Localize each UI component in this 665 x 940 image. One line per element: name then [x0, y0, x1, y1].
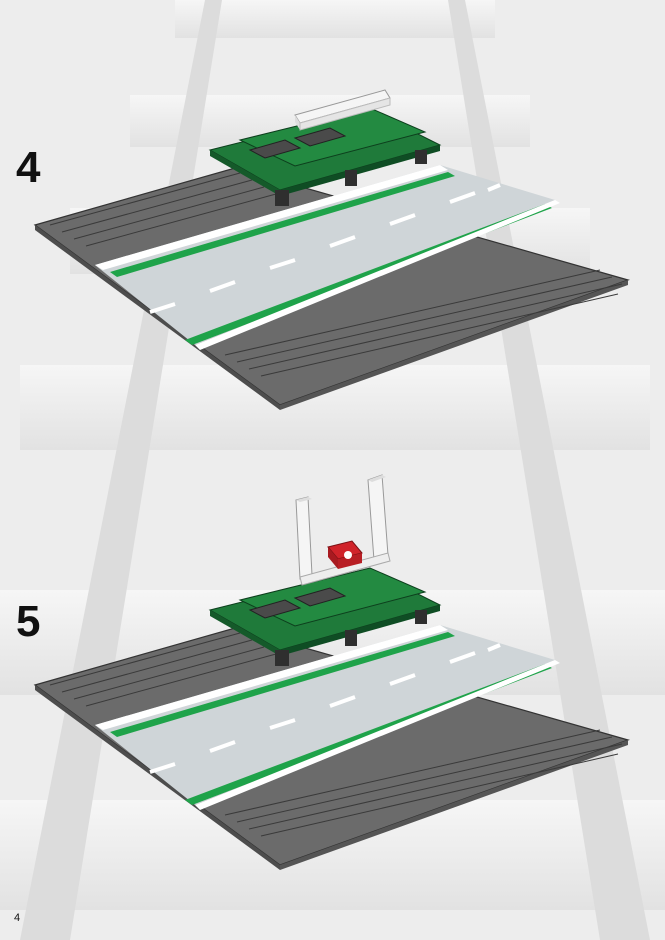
step-number-5: 5: [16, 597, 41, 646]
step-5-illustration: [33, 474, 630, 870]
road-dashes: [149, 643, 501, 774]
support-columns: [275, 610, 427, 666]
stud-pattern-far: [49, 172, 277, 247]
road-plate: [95, 165, 560, 350]
support-columns: [275, 150, 427, 206]
road-plate: [95, 625, 560, 810]
red-telephone: [327, 540, 363, 569]
step-number-4: 4: [16, 143, 41, 192]
white-brick: [294, 89, 391, 131]
dark-gray-tiles: [248, 127, 347, 159]
step-4-illustration: [33, 89, 630, 410]
road-dashes: [149, 183, 501, 314]
stud-pattern-near: [224, 269, 623, 377]
page-number: 4: [14, 912, 21, 924]
dark-gray-tiles: [248, 587, 347, 619]
stud-pattern-near: [224, 729, 623, 837]
white-pillars: [295, 474, 391, 586]
stud-pattern-far: [49, 632, 277, 707]
